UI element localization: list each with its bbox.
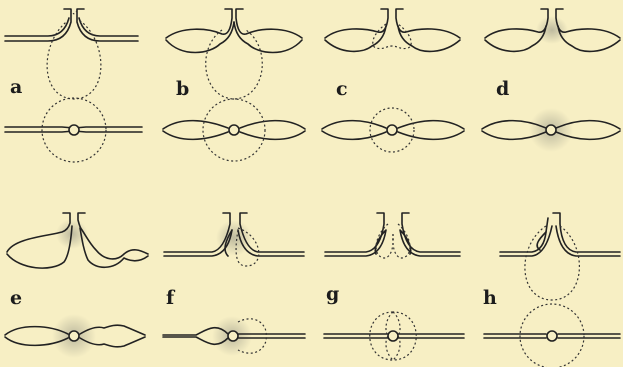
- stippled-region: [536, 16, 568, 44]
- panel-g-top-view: [323, 311, 465, 361]
- panel-g: g: [323, 212, 465, 361]
- panel-c-top-view: [321, 107, 465, 153]
- bead: [227, 330, 239, 342]
- bead: [387, 330, 399, 342]
- panel-h-side-view: [499, 212, 621, 301]
- panel-a-top-view: [4, 97, 143, 163]
- panel-label-b: b: [176, 78, 189, 100]
- panel-f: f: [162, 212, 306, 356]
- bead: [545, 124, 557, 136]
- panel-label-e: e: [10, 287, 22, 309]
- bead: [386, 124, 398, 136]
- panel-h: h: [483, 212, 621, 367]
- panel-b-top-view: [162, 98, 306, 162]
- panel-h-top-view: [483, 303, 621, 367]
- bead: [546, 330, 558, 342]
- panel-f-top-view: [162, 316, 306, 356]
- panel-f-side-view: [163, 212, 305, 267]
- panel-d-side-view: [484, 8, 621, 53]
- panel-a-side-view: [4, 8, 139, 100]
- panel-label-a: a: [10, 76, 22, 98]
- panel-label-f: f: [166, 287, 176, 309]
- panel-c-side-view: [324, 8, 461, 53]
- bead: [68, 124, 80, 136]
- panel-e: e: [4, 212, 149, 358]
- bead: [228, 124, 240, 136]
- panel-label-g: g: [326, 283, 339, 305]
- panel-label-c: c: [336, 78, 348, 100]
- panel-g-side-view: [324, 212, 461, 259]
- panel-d: d: [481, 8, 621, 152]
- panel-a: a: [4, 8, 143, 163]
- panel-label-h: h: [483, 287, 497, 309]
- panel-b-side-view: [165, 8, 303, 100]
- panel-b: b: [162, 8, 306, 162]
- panel-e-top-view: [4, 314, 146, 358]
- panel-label-d: d: [496, 78, 509, 100]
- panel-c: c: [321, 8, 465, 153]
- panel-e-side-view: [6, 212, 149, 269]
- bead: [68, 330, 80, 342]
- panel-d-top-view: [481, 108, 621, 152]
